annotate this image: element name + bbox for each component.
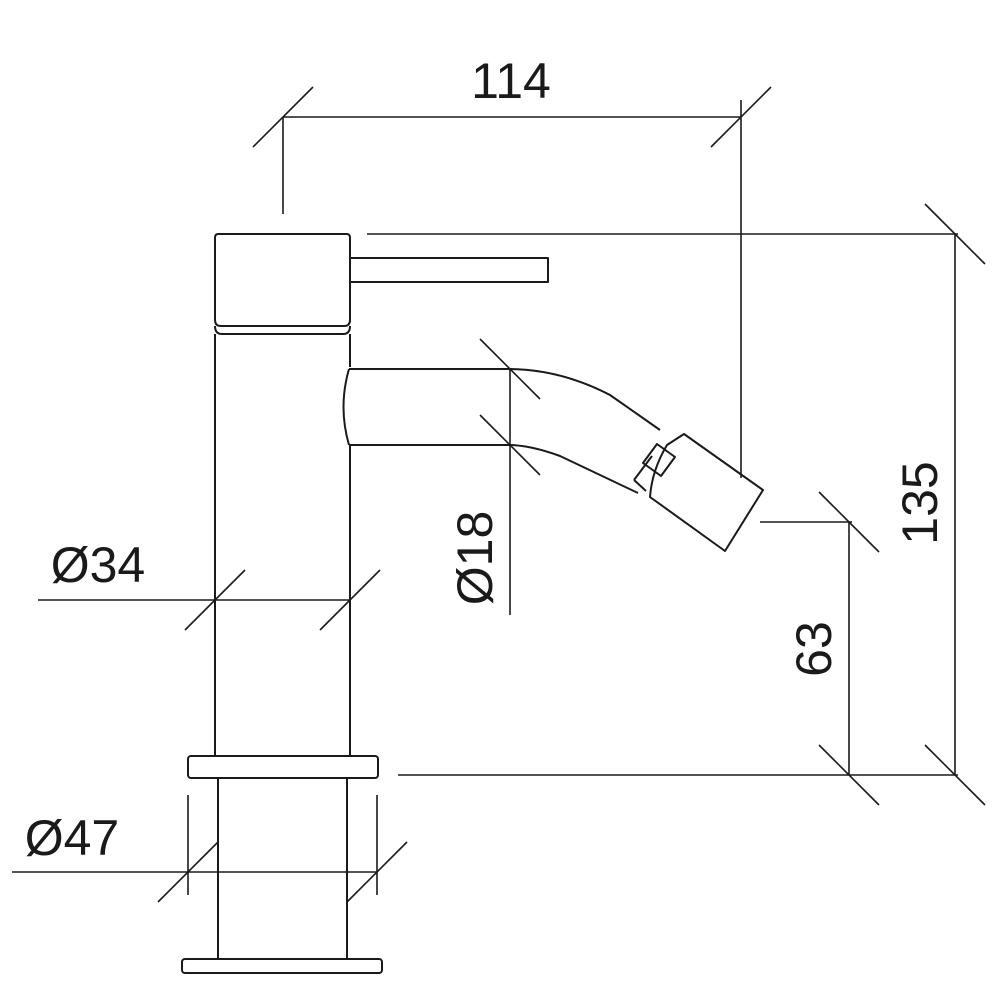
dimension-spout-diameter: Ø18 — [447, 338, 541, 615]
nozzle — [633, 433, 764, 552]
spout-top — [349, 368, 661, 431]
spout-diameter-label: Ø18 — [447, 511, 503, 606]
bottom-plate — [181, 958, 383, 974]
spout — [342, 368, 661, 494]
overall-width-label: 114 — [471, 53, 551, 109]
base-flange — [187, 755, 379, 779]
dimension-overall-height: 135 — [367, 203, 986, 806]
dimension-body-diameter: Ø34 — [38, 537, 381, 631]
overall-height-label: 135 — [892, 461, 948, 544]
dimension-base-diameter: Ø47 — [12, 795, 408, 903]
spout-junction — [342, 368, 350, 446]
top-cap — [214, 233, 351, 327]
cap-ring — [214, 325, 351, 335]
spout-height-label: 63 — [786, 621, 842, 677]
faucet-body — [214, 233, 351, 755]
dimension-overall-width: 114 — [252, 53, 772, 478]
nozzle-collar-base — [633, 455, 653, 492]
nozzle-head — [649, 433, 764, 552]
base-assembly — [181, 755, 383, 974]
base-diameter-label: Ø47 — [25, 810, 120, 866]
lever-handle — [350, 257, 549, 283]
dimension-spout-height: 63 — [760, 491, 880, 806]
spout-bottom — [349, 444, 639, 494]
body-diameter-label: Ø34 — [51, 537, 146, 593]
